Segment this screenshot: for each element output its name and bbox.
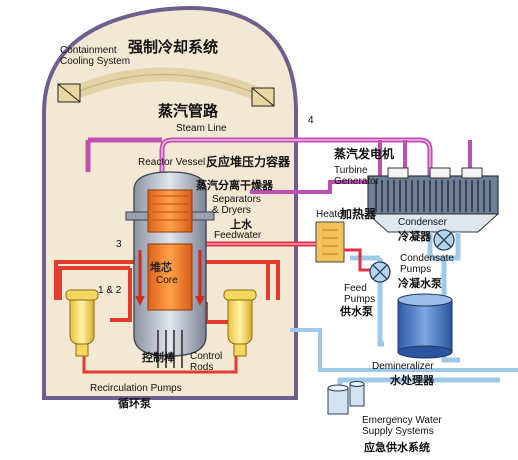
marker-3: 3 (116, 239, 122, 250)
marker-1-2: 1 & 2 (98, 285, 122, 296)
reactor-core (147, 243, 193, 311)
emergency-tanks (327, 381, 365, 415)
turbine-generator-label: Turbine Generator (334, 165, 380, 187)
recirc-pump-right (223, 289, 257, 357)
reactor-vessel-zh-label: 反应堆压力容器 (206, 155, 291, 169)
separators-label: Separators & Dryers (212, 194, 261, 216)
core-label: Core (156, 275, 178, 286)
marker-4: 4 (308, 115, 314, 126)
control-rods (157, 330, 183, 368)
turbine-top-1 (387, 167, 409, 179)
steam-generator-zh-label: 蒸汽发电机 (334, 147, 395, 161)
recirculation-pumps-label: Recirculation Pumps (90, 383, 182, 394)
core-flow-arrows (138, 250, 202, 300)
steam-line-zh-label: 蒸汽管路 (158, 102, 219, 120)
feed-pumps-label: Feed Pumps (344, 283, 376, 305)
demineralizer-label: Demineralizer (372, 361, 434, 372)
feed-pumps-zh-label: 供水泵 (340, 305, 373, 318)
steam-to-heater (250, 180, 386, 194)
control-rods-zh-label: 控制棒 (142, 351, 175, 364)
condenser-shell (366, 213, 500, 233)
demineralizer-zh-label: 水处理器 (390, 374, 434, 387)
feed-pump (369, 261, 391, 283)
emergency-water-label: Emergency Water Supply Systems (362, 415, 442, 437)
recirculation-pumps-zh-label: 循环泵 (118, 397, 151, 410)
demineralizer (397, 293, 453, 359)
feedwater-zh-label: 上水 (230, 218, 252, 231)
condensate-pump (433, 229, 455, 251)
heater-label: Heater (316, 209, 347, 220)
condenser-label: Condenser (398, 217, 447, 228)
condenser-zh-label: 冷凝器 (398, 230, 431, 243)
containment-cooling-label: Containment Cooling System (60, 45, 131, 67)
recirc-pump-left (65, 289, 99, 357)
separators-zh-label: 蒸汽分离干燥器 (196, 179, 273, 192)
turbine-top-2 (429, 167, 451, 179)
heater-zh-label: 加热器 (340, 207, 377, 221)
separators-dryers (147, 189, 193, 233)
turbine-top-3 (461, 167, 483, 179)
recirc-loop-left (58, 266, 132, 322)
containment-cooling-zh-label: 强制冷却系统 (128, 38, 219, 56)
feedwater-label: Feedwater (214, 230, 262, 241)
control-rods-label: Control Rods (190, 351, 223, 373)
condensate-line (427, 232, 460, 363)
reactor-vessel-label: Reactor Vessel (138, 157, 206, 168)
emergency-water-zh-label: 应急供水系统 (364, 441, 430, 454)
condensate-pumps-zh-label: 冷凝水泵 (398, 277, 442, 290)
condensate-pumps-label: Condensate Pumps (400, 253, 454, 275)
core-zh-label: 堆芯 (150, 261, 172, 274)
turbine-fins (375, 180, 491, 212)
steam-line-label: Steam Line (176, 123, 227, 134)
heater (315, 221, 345, 263)
feed-return-line (377, 258, 384, 347)
